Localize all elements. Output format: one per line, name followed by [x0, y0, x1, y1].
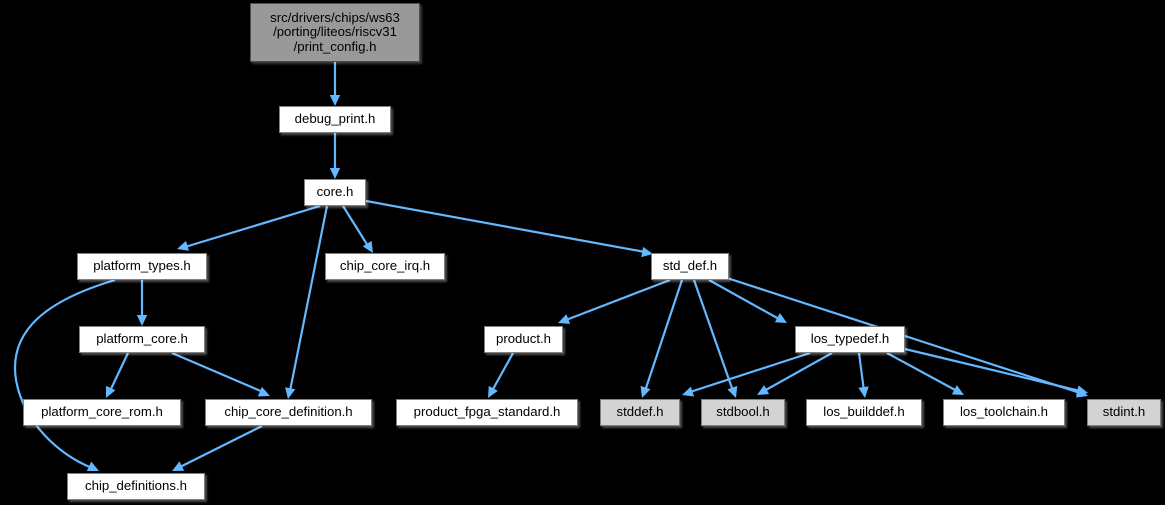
graph-node-label: src/drivers/chips/ws63 /porting/liteos/r…	[270, 9, 400, 54]
graph-node-los_builddef[interactable]: los_builddef.h	[806, 399, 922, 426]
graph-node-product[interactable]: product.h	[484, 326, 563, 353]
graph-node-platform_core[interactable]: platform_core.h	[79, 326, 205, 353]
graph-node-los_toolchain[interactable]: los_toolchain.h	[943, 399, 1065, 426]
graph-node-label: product.h	[496, 331, 551, 347]
graph-node-label: platform_types.h	[93, 258, 191, 274]
graph-node-print_config[interactable]: src/drivers/chips/ws63 /porting/liteos/r…	[250, 3, 420, 62]
graph-node-chip_definitions[interactable]: chip_definitions.h	[67, 473, 205, 500]
graph-node-label: platform_core_rom.h	[41, 404, 163, 420]
graph-node-label: core.h	[316, 184, 354, 200]
graph-node-chip_core_irq[interactable]: chip_core_irq.h	[325, 253, 445, 280]
graph-node-label: chip_definitions.h	[85, 478, 187, 494]
graph-node-product_fpga_standard[interactable]: product_fpga_standard.h	[396, 399, 578, 426]
graph-node-label: los_typedef.h	[810, 331, 890, 347]
graph-node-label: los_builddef.h	[823, 404, 905, 420]
graph-node-label: chip_core_irq.h	[339, 258, 431, 274]
graph-node-los_typedef[interactable]: los_typedef.h	[795, 326, 905, 353]
graph-node-label: product_fpga_standard.h	[413, 404, 561, 420]
graph-node-core[interactable]: core.h	[304, 179, 366, 206]
graph-node-label: debug_print.h	[294, 111, 376, 127]
graph-node-platform_types[interactable]: platform_types.h	[77, 253, 207, 280]
graph-node-stddef[interactable]: stddef.h	[600, 399, 680, 426]
graph-node-label: stdbool.h	[716, 404, 770, 420]
graph-node-std_def[interactable]: std_def.h	[651, 253, 729, 280]
graph-node-platform_core_rom[interactable]: platform_core_rom.h	[23, 399, 181, 426]
graph-node-stdint[interactable]: stdint.h	[1087, 399, 1161, 426]
graph-node-label: stddef.h	[616, 404, 664, 420]
graph-node-stdbool[interactable]: stdbool.h	[701, 399, 785, 426]
graph-node-label: los_toolchain.h	[960, 404, 1048, 420]
graph-node-label: chip_core_definition.h	[224, 404, 353, 420]
graph-node-debug_print[interactable]: debug_print.h	[279, 106, 391, 133]
graph-node-label: stdint.h	[1102, 404, 1146, 420]
graph-node-label: platform_core.h	[96, 331, 188, 347]
graph-node-label: std_def.h	[662, 258, 718, 274]
graph-node-chip_core_definition[interactable]: chip_core_definition.h	[205, 399, 372, 426]
